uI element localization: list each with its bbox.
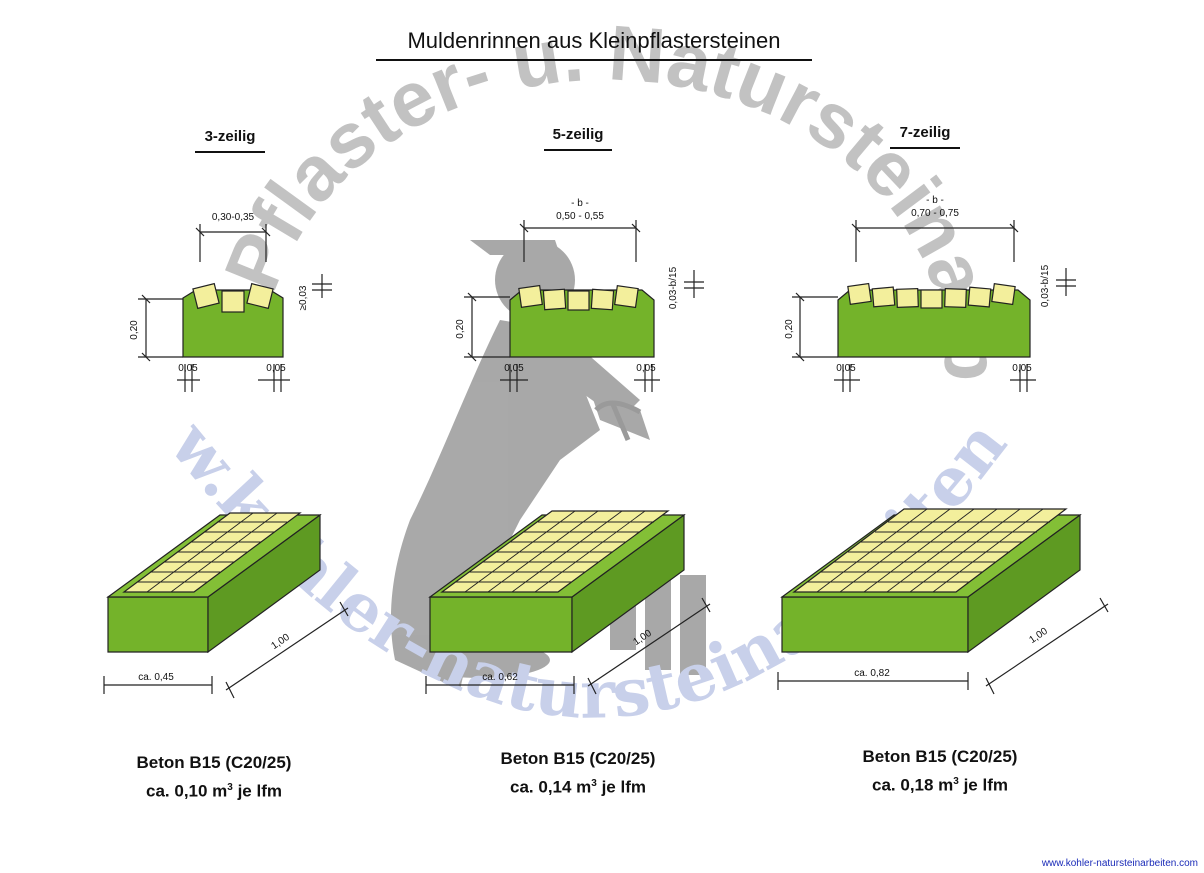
cross-section-3: [138, 224, 332, 392]
section-height-label: 0,20: [455, 319, 466, 339]
variant-heading-3: 3-zeilig: [195, 128, 265, 153]
caption-5: Beton B15 (C20/25) ca. 0,14 m3 je lfm: [468, 746, 688, 800]
iso-length-label: 1,00: [1027, 626, 1050, 646]
footer-website-link[interactable]: www.kohler-natursteinarbeiten.com: [1041, 858, 1198, 869]
caption-concrete: Beton B15 (C20/25): [136, 753, 292, 772]
block-front-face: [107, 596, 209, 653]
block-front-face: [781, 596, 969, 653]
section-width-label: 0,50 - 0,55: [556, 211, 604, 222]
caption-3: Beton B15 (C20/25) ca. 0,10 m3 je lfm: [104, 750, 324, 804]
paving-stones: [518, 284, 639, 311]
section-side-right-label: 0,05: [266, 363, 286, 374]
section-height-label: 0,20: [784, 319, 795, 339]
stone-rows: [792, 508, 1068, 593]
iso-width-label: ca. 0,45: [138, 672, 174, 683]
section-width-label: 0,70 - 0,75: [911, 208, 959, 219]
dimension-lines: [464, 220, 704, 392]
caption-volume: ca. 0,18 m3 je lfm: [872, 775, 1008, 795]
isometric-block-3: [103, 512, 349, 699]
dimension-lines: [425, 597, 711, 695]
page-title: Muldenrinnen aus Kleinpflastersteinen: [376, 28, 812, 61]
dimension-lines: [103, 601, 349, 699]
section-height-label: 0,20: [129, 320, 140, 340]
block-front-face: [429, 596, 573, 653]
section-side-left-label: 0,05: [504, 363, 524, 374]
caption-volume: ca. 0,14 m3 je lfm: [510, 777, 646, 797]
caption-volume: ca. 0,10 m3 je lfm: [146, 781, 282, 801]
paving-stones: [847, 282, 1016, 309]
variant-heading-7: 7-zeilig: [890, 124, 960, 149]
dimension-lines: [777, 597, 1109, 695]
section-side-right-label: 0,05: [636, 363, 656, 374]
section-b-label: - b -: [571, 198, 589, 209]
section-depth-label: 0,03-b/15: [668, 266, 679, 309]
section-side-left-label: 0,05: [836, 363, 856, 374]
iso-width-label: ca. 0,82: [854, 668, 890, 679]
isometric-block-5: [425, 510, 711, 695]
iso-length-label: 1,00: [269, 632, 292, 652]
section-depth-label: ≥0,03: [298, 285, 309, 310]
dimension-lines: [138, 224, 332, 392]
section-side-right-label: 0,05: [1012, 363, 1032, 374]
caption-7: Beton B15 (C20/25) ca. 0,18 m3 je lfm: [830, 744, 1050, 798]
variant-heading-5: 5-zeilig: [544, 126, 612, 151]
hammer-icon: [594, 400, 642, 441]
paving-stones: [192, 282, 274, 313]
isometric-block-7: [777, 508, 1109, 695]
cross-section-5: [464, 220, 704, 392]
stone-joints: [455, 510, 654, 593]
section-side-left-label: 0,05: [178, 363, 198, 374]
section-depth-label: 0,03-b/15: [1040, 264, 1051, 307]
stone-joints: [137, 512, 287, 593]
section-b-label: - b -: [926, 195, 944, 206]
caption-concrete: Beton B15 (C20/25): [862, 747, 1018, 766]
iso-length-label: 1,00: [631, 628, 654, 648]
cross-section-7: [792, 220, 1076, 392]
dimension-lines: [792, 220, 1076, 392]
section-width-label: 0,30-0,35: [212, 212, 255, 223]
stone-joints: [807, 508, 1050, 593]
caption-concrete: Beton B15 (C20/25): [500, 749, 656, 768]
iso-width-label: ca. 0,62: [482, 672, 518, 683]
